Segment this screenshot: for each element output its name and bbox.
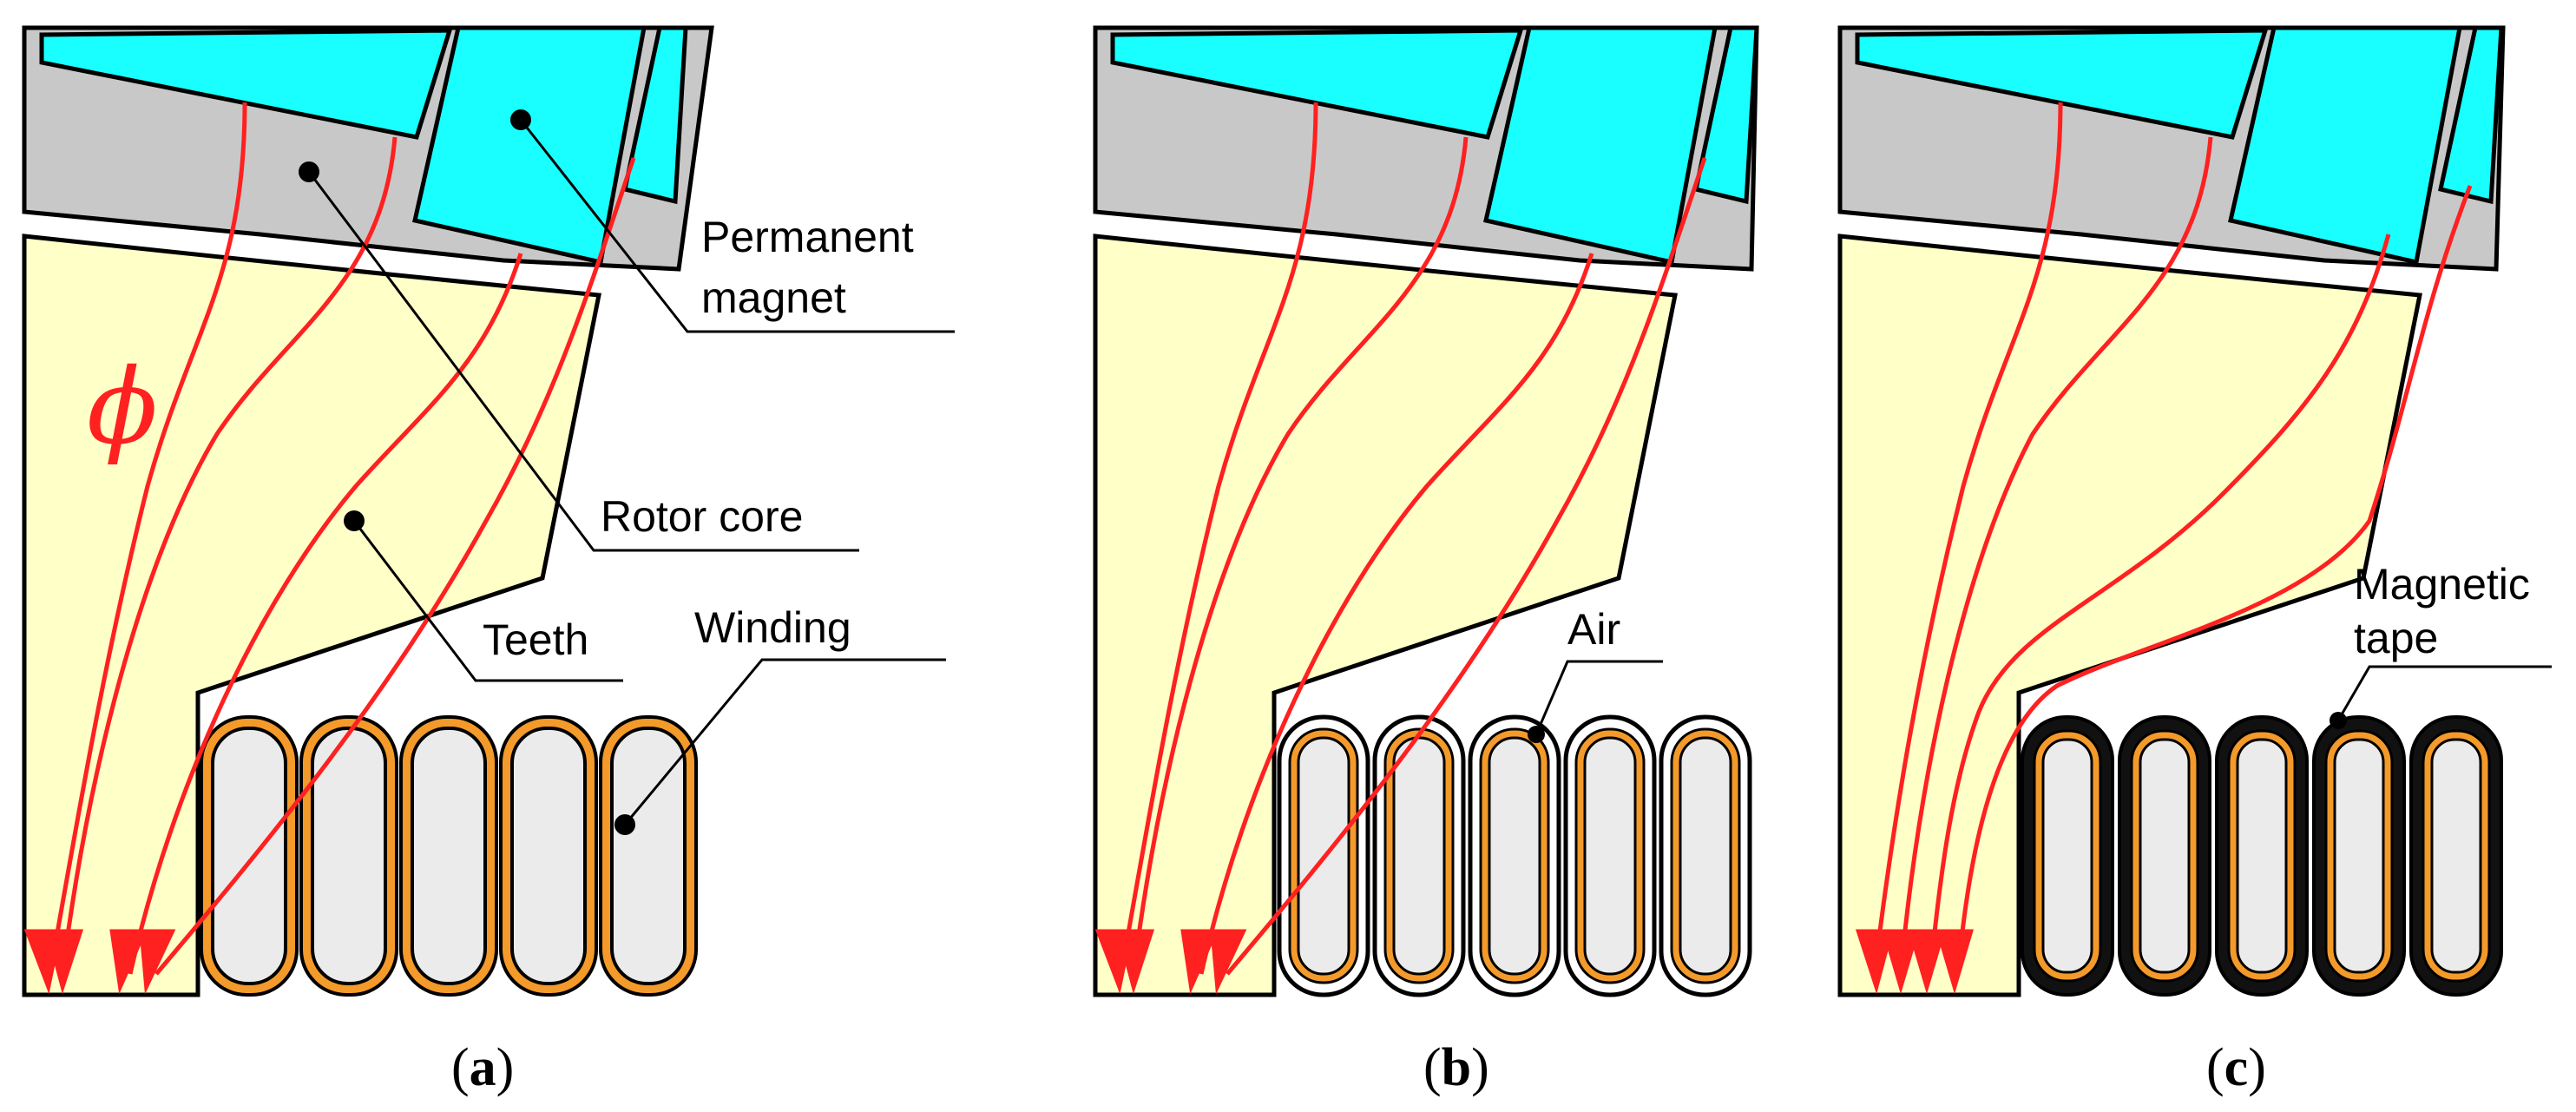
winding-coil-core: [411, 727, 487, 985]
flux-line: [60, 136, 398, 975]
magnet-b-2: [1483, 25, 1718, 266]
panel-b: Air (b): [1093, 25, 1759, 1097]
winding-coil-core: [1488, 736, 1541, 976]
flux-arrowheads-a: [23, 929, 176, 995]
flux-line: [154, 157, 636, 976]
winding-b: [1277, 714, 1752, 997]
winding-coil-core: [2041, 738, 2093, 974]
winding-coil-core: [2139, 738, 2191, 974]
label-permanent-magnet-1: Permanent: [701, 213, 914, 261]
label-air: Air: [1567, 605, 1620, 654]
label-magnetic-tape-1: Magnetic: [2354, 560, 2530, 609]
winding-c: [2021, 715, 2503, 997]
leader-teeth: [352, 520, 623, 682]
winding-coil-core: [1679, 736, 1732, 976]
flux-line: [1955, 185, 2473, 975]
caption-a-letter: a: [470, 1038, 496, 1097]
winding-coil-core: [610, 727, 687, 985]
label-teeth: Teeth: [483, 615, 588, 664]
winding-coil-core: [211, 727, 287, 985]
label-magnetic-tape-2: tape: [2354, 614, 2438, 662]
flux-arrowhead: [1907, 929, 1947, 995]
winding-a: [200, 715, 698, 997]
flux-line: [128, 253, 523, 975]
leader-air: [1534, 660, 1663, 735]
magnet-c-3: [2438, 25, 2504, 205]
teeth-b: [1093, 234, 1678, 997]
magnet-a-1: [39, 28, 453, 140]
panel-a: ϕ Permanent magnet Rotor core Teeth Wind…: [22, 25, 955, 1097]
winding-coil-core: [510, 727, 587, 985]
winding-coil-core: [2236, 738, 2288, 974]
flux-line: [48, 102, 247, 973]
flux-lines-c: [1872, 102, 2473, 975]
label-rotor-core: Rotor core: [601, 492, 803, 541]
magnet-a-3: [622, 25, 688, 205]
caption-c-letter: c: [2224, 1038, 2249, 1097]
flux-arrowhead: [1881, 929, 1921, 995]
caption-b: (b): [1423, 1038, 1489, 1097]
label-winding: Winding: [694, 603, 851, 652]
caption-a: (a): [451, 1038, 514, 1097]
flux-line: [1226, 157, 1707, 976]
label-leaders-a: [307, 119, 955, 826]
caption-b-open: (: [1423, 1038, 1442, 1097]
caption-b-close: ): [1471, 1038, 1489, 1097]
winding-coil-core: [311, 727, 387, 985]
winding-coil-core: [1583, 736, 1637, 976]
flux-line: [1119, 102, 1318, 973]
flux-arrowhead: [109, 929, 148, 995]
caption-a-close: ): [496, 1038, 515, 1097]
winding-coil-core: [2333, 738, 2385, 974]
flux-arrowhead: [1855, 929, 1894, 995]
winding-coil-core: [1392, 736, 1446, 976]
caption-a-open: (: [451, 1038, 470, 1097]
magnet-b-1: [1110, 28, 1524, 140]
flux-line: [1131, 136, 1469, 975]
label-dots-a: [299, 109, 635, 835]
leader-winding: [623, 658, 946, 826]
flux-arrowhead: [45, 929, 84, 995]
flux-arrowheads-b: [1094, 929, 1247, 995]
flux-lines-b: [1119, 102, 1707, 976]
flux-line: [1199, 253, 1594, 975]
leader-permanent-magnet: [519, 119, 955, 333]
panel-c: Magnetic tape (c): [1837, 25, 2552, 1097]
leader-rotor-core: [307, 171, 859, 552]
flux-line: [1872, 102, 2063, 973]
flux-arrowheads-c: [1855, 929, 1975, 995]
magnet-c-2: [2228, 25, 2463, 266]
flux-lines-a: [48, 102, 636, 976]
flux-arrowhead: [1935, 929, 1975, 995]
label-permanent-magnet-2: magnet: [701, 273, 846, 322]
leader-magnetic-tape: [2336, 665, 2552, 721]
flux-arrowhead: [1116, 929, 1155, 995]
marker-dot: [614, 814, 635, 835]
caption-b-letter: b: [1442, 1038, 1471, 1097]
caption-c-open: (: [2206, 1038, 2224, 1097]
flux-line: [1928, 234, 2391, 975]
marker-dot: [1528, 726, 1545, 743]
marker-dot: [344, 510, 365, 531]
marker-dot: [2330, 712, 2347, 729]
caption-c-close: ): [2248, 1038, 2266, 1097]
magnet-b-3: [1693, 25, 1759, 205]
magnet-c-1: [1855, 28, 2269, 140]
winding-coil-core: [2430, 738, 2482, 974]
flux-symbol: ϕ: [87, 347, 158, 468]
flux-arrowhead: [139, 929, 176, 995]
caption-c: (c): [2206, 1038, 2266, 1097]
flux-arrowhead: [1210, 929, 1247, 995]
marker-dot: [510, 109, 531, 130]
flux-line: [1898, 136, 2213, 975]
flux-arrowhead: [1180, 929, 1219, 995]
marker-dot: [299, 161, 319, 182]
